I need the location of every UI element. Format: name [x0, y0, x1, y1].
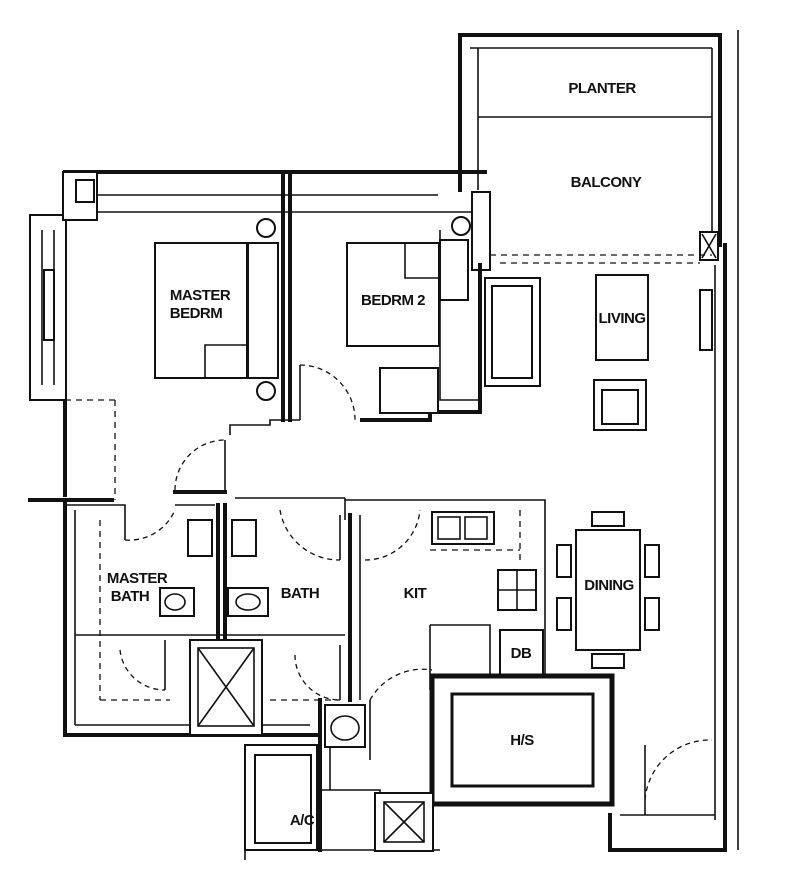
label-living: LIVING — [598, 310, 645, 327]
label-aircon-ledge: A/C — [290, 812, 315, 829]
label-balcony: BALCONY — [571, 174, 642, 191]
label-master-bath-1: MASTER — [107, 570, 168, 587]
label-db: DB — [511, 645, 532, 662]
outer-walls — [28, 30, 739, 852]
door-swings — [119, 364, 713, 815]
label-bath: BATH — [281, 585, 320, 602]
label-master-bedroom-2: BEDRM — [170, 305, 223, 322]
label-kitchen: KIT — [404, 585, 427, 602]
household-shelter — [429, 673, 615, 807]
columns — [62, 171, 719, 271]
label-bedroom-2: BEDRM 2 — [361, 292, 425, 309]
label-planter: PLANTER — [568, 80, 636, 97]
balcony-area — [478, 116, 713, 351]
room-labels: PLANTER BALCONY MASTER BEDRM BEDRM 2 LIV… — [107, 80, 646, 829]
label-dining: DINING — [584, 577, 634, 594]
furniture — [154, 216, 660, 852]
label-master-bedroom-1: MASTER — [170, 287, 231, 304]
label-master-bath-2: BATH — [111, 588, 150, 605]
dining-table — [575, 529, 641, 651]
label-household-shelter: H/S — [510, 732, 534, 749]
master-bed — [154, 242, 248, 379]
